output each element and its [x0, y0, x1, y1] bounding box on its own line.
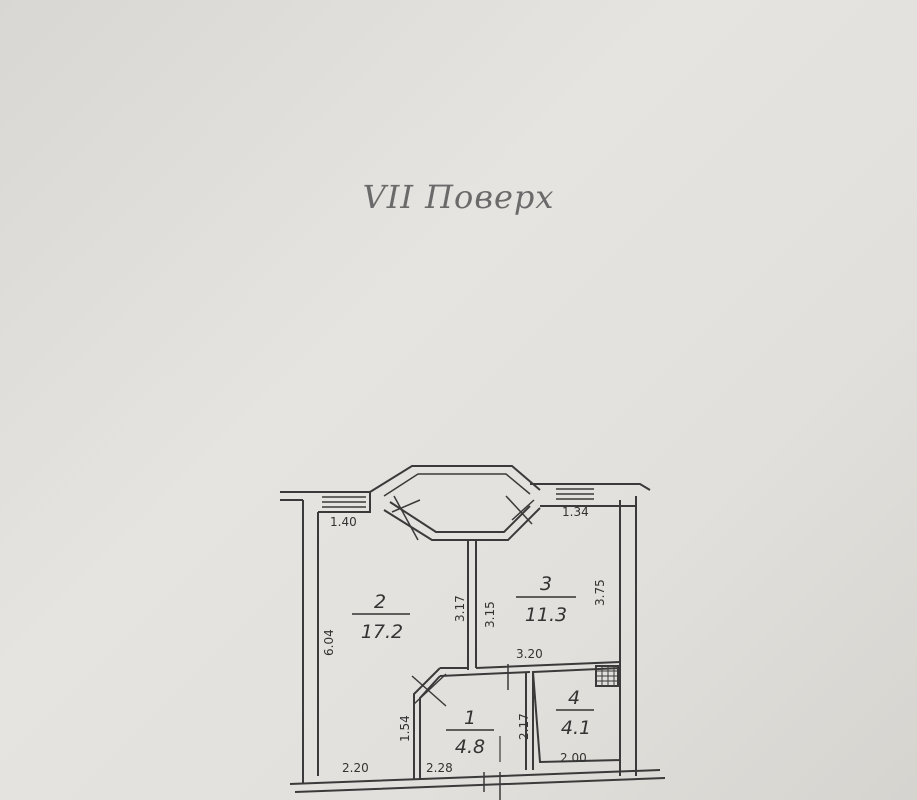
- room-area: 11.3: [525, 604, 567, 626]
- dimension-label: 1.54: [398, 715, 412, 742]
- bay-window-outer: [369, 465, 541, 493]
- room-4-box: [531, 666, 621, 764]
- room-4-label: 4 4.1: [556, 687, 594, 739]
- room-2-label: 2 17.2: [352, 591, 410, 643]
- floor-title: VII Поверх: [362, 178, 555, 216]
- room-3-label: 3 11.3: [516, 573, 576, 626]
- outer-wall-left: [302, 500, 319, 784]
- dimension-label: 1.34: [562, 505, 589, 519]
- vent-grid: [596, 666, 618, 686]
- room-area: 4.1: [561, 717, 591, 739]
- dimension-label: 3.17: [453, 595, 467, 622]
- entrance-door: [483, 772, 501, 800]
- dimension-label: 2.17: [517, 713, 531, 740]
- dimension-label: 3.15: [483, 601, 497, 628]
- dimension-label: 1.40: [330, 515, 357, 529]
- partition-top-1: [439, 661, 621, 677]
- bay-window-inner: [389, 501, 531, 533]
- outer-wall-top-right: [530, 483, 651, 507]
- room-area: 17.2: [361, 621, 403, 643]
- room-number: 4: [568, 687, 580, 709]
- dimension-label: 2.20: [342, 761, 369, 775]
- outer-wall-bottom: [289, 769, 666, 793]
- outer-wall-right: [619, 496, 637, 776]
- bay-window-inner2: [383, 507, 541, 541]
- room-number: 3: [540, 573, 552, 595]
- room-area: 4.8: [455, 736, 485, 758]
- door-swing-1: [411, 673, 447, 707]
- room-1-label: 1 4.8: [446, 707, 494, 758]
- window-left: [322, 491, 366, 508]
- dimension-label: 6.04: [322, 629, 336, 656]
- window-right: [556, 483, 594, 500]
- dimension-label: 2.00: [560, 751, 587, 765]
- bay-window-mid: [383, 473, 531, 497]
- bay-door-right: [505, 495, 535, 525]
- dimension-label: 2.28: [426, 761, 453, 775]
- dimension-label: 3.75: [593, 579, 607, 606]
- room-number: 1: [464, 707, 476, 729]
- partition-2-3: [467, 540, 477, 670]
- dimension-label: 3.20: [516, 647, 543, 661]
- partition-1-4: [525, 672, 534, 770]
- bay-door-left: [391, 495, 421, 541]
- room-number: 2: [374, 591, 386, 613]
